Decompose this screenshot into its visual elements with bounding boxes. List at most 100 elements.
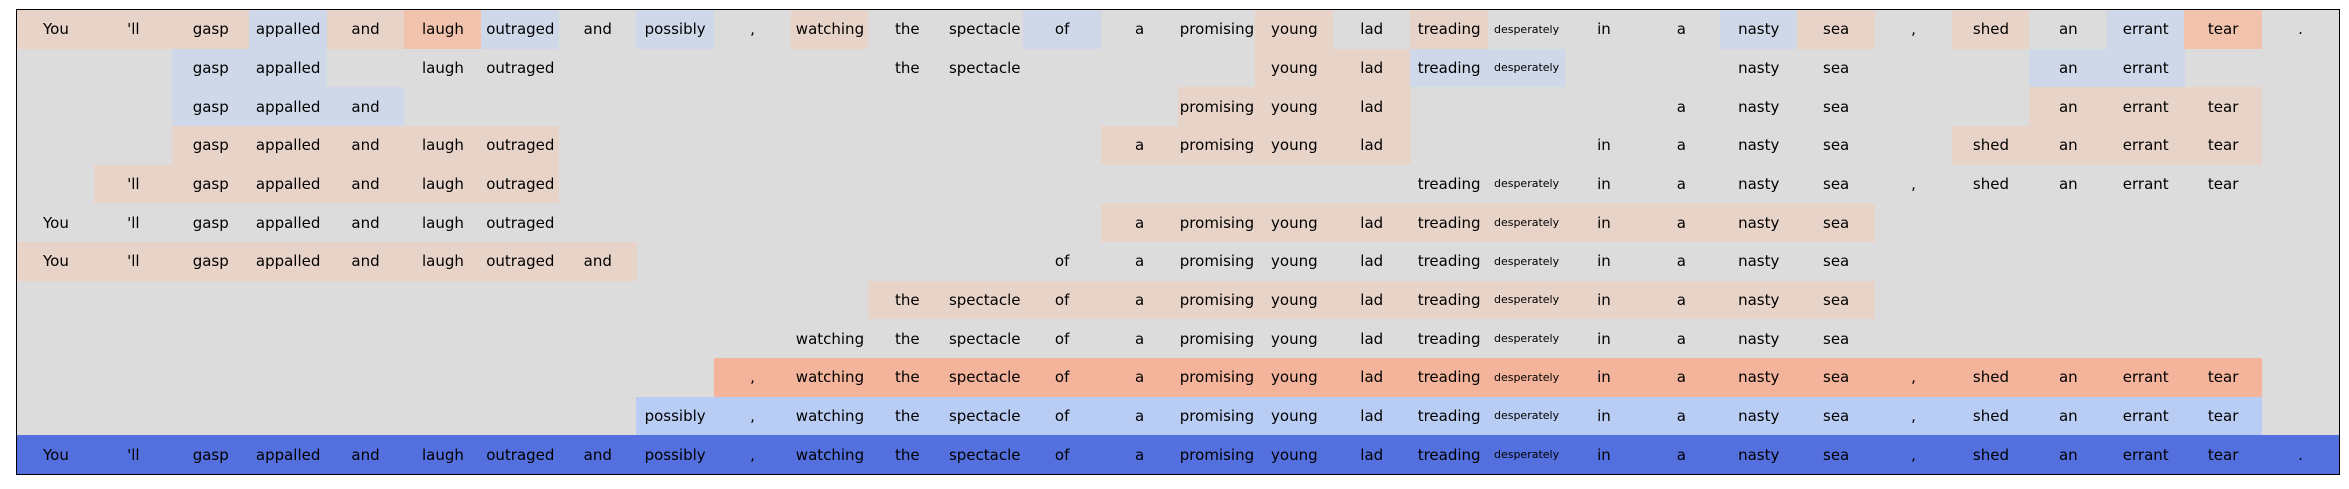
token-cell: treading — [1410, 280, 1489, 320]
token-cell: an — [2029, 10, 2108, 49]
token-cell: outraged — [481, 126, 560, 165]
token-cell: shed — [1952, 10, 2030, 49]
token-cell: watching — [791, 319, 869, 358]
token-cell: lad — [1332, 319, 1411, 358]
token-cell: sea — [1797, 242, 1876, 281]
token-cell: sea — [1797, 10, 1876, 49]
token-cell: the — [868, 48, 947, 88]
token-cell: sea — [1797, 280, 1876, 320]
token-cell: promising — [1178, 280, 1256, 320]
token-cell: spectacle — [945, 48, 1024, 88]
token-cell: 'll — [94, 242, 173, 281]
token-cell: gasp — [171, 164, 250, 204]
token-cell: lad — [1332, 10, 1411, 49]
token-cell: an — [2029, 164, 2108, 204]
token-cell: and — [326, 10, 405, 49]
token-cell: desperately — [1487, 396, 1566, 436]
token-cell: and — [326, 203, 405, 242]
token-cell: lad — [1332, 396, 1411, 436]
token-cell: an — [2029, 435, 2108, 474]
token-cell: watching — [791, 10, 869, 49]
token-cell: nasty — [1719, 358, 1798, 397]
token-cell: gasp — [171, 10, 250, 49]
token-cell: young — [1255, 358, 1334, 397]
token-cell: spectacle — [945, 280, 1024, 320]
token-cell: in — [1565, 203, 1643, 242]
token-cell: a — [1642, 396, 1721, 436]
token-cell: promising — [1178, 203, 1256, 242]
token-cell: and — [326, 126, 405, 165]
token-cell: promising — [1178, 242, 1256, 281]
token-cell: young — [1255, 242, 1334, 281]
token-cell: young — [1255, 87, 1334, 126]
token-cell: laugh — [404, 435, 482, 474]
token-cell: gasp — [171, 242, 250, 281]
token-cell: nasty — [1719, 48, 1798, 88]
token-cell: a — [1642, 203, 1721, 242]
token-cell: gasp — [171, 48, 250, 88]
token-cell: young — [1255, 48, 1334, 88]
token-cell: shed — [1952, 435, 2030, 474]
token-cell: , — [1874, 358, 1953, 397]
token-cell: sea — [1797, 87, 1876, 126]
token-cell: You — [17, 435, 95, 474]
token-cell: errant — [2106, 87, 2185, 126]
token-cell: appalled — [249, 164, 328, 204]
token-cell: of — [1023, 396, 1102, 436]
token-cell: young — [1255, 319, 1334, 358]
token-cell: in — [1565, 319, 1643, 358]
token-cell: , — [1874, 435, 1953, 474]
token-cell: nasty — [1719, 10, 1798, 49]
token-cell: outraged — [481, 10, 560, 49]
token-cell: , — [1874, 164, 1953, 204]
token-cell: treading — [1410, 10, 1489, 49]
token-cell: appalled — [249, 126, 328, 165]
token-cell: a — [1642, 10, 1721, 49]
token-cell: the — [868, 396, 947, 436]
token-cell: sea — [1797, 396, 1876, 436]
token-cell: treading — [1410, 48, 1489, 88]
token-cell: desperately — [1487, 242, 1566, 281]
token-cell: an — [2029, 126, 2108, 165]
token-cell: errant — [2106, 48, 2185, 88]
token-cell: gasp — [171, 435, 250, 474]
token-cell: nasty — [1719, 126, 1798, 165]
token-cell: an — [2029, 87, 2108, 126]
token-cell: sea — [1797, 164, 1876, 204]
token-cell: outraged — [481, 242, 560, 281]
token-cell: appalled — [249, 435, 328, 474]
token-cell: , — [1874, 396, 1953, 436]
token-cell: desperately — [1487, 203, 1566, 242]
token-cell: , — [713, 358, 792, 397]
token-cell: sea — [1797, 319, 1876, 358]
token-cell: lad — [1332, 280, 1411, 320]
token-cell: and — [558, 242, 637, 281]
token-cell: desperately — [1487, 48, 1566, 88]
token-cell: tear — [2184, 358, 2263, 397]
token-cell: possibly — [636, 435, 715, 474]
token-cell: the — [868, 10, 947, 49]
token-cell: treading — [1410, 435, 1489, 474]
token-cell: an — [2029, 358, 2108, 397]
token-cell: treading — [1410, 242, 1489, 281]
token-cell: in — [1565, 358, 1643, 397]
token-cell: spectacle — [945, 396, 1024, 436]
token-cell: of — [1023, 242, 1102, 281]
token-cell: a — [1642, 358, 1721, 397]
token-cell: a — [1100, 10, 1179, 49]
token-cell: laugh — [404, 203, 482, 242]
token-cell: appalled — [249, 10, 328, 49]
token-cell: nasty — [1719, 319, 1798, 358]
token-cell: a — [1100, 242, 1179, 281]
token-cell: errant — [2106, 435, 2185, 474]
token-cell: appalled — [249, 48, 328, 88]
token-cell: promising — [1178, 87, 1256, 126]
token-cell: in — [1565, 242, 1643, 281]
token-cell: a — [1642, 87, 1721, 126]
